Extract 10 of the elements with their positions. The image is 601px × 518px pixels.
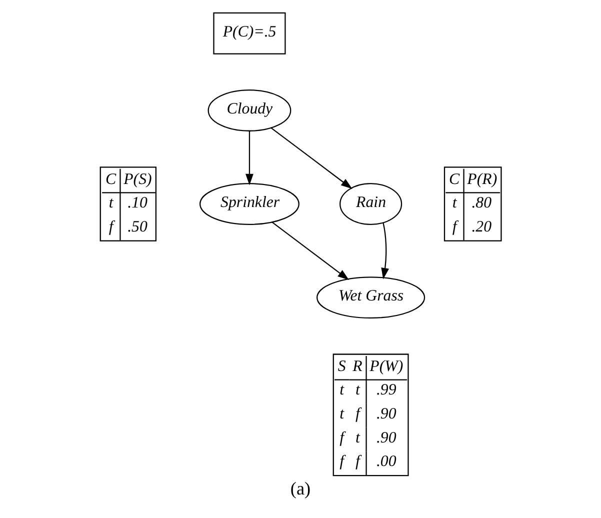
node-ellipse: Sprinkler — [199, 183, 300, 225]
node-ellipse: Cloudy — [208, 89, 292, 132]
arrow — [270, 127, 352, 189]
caption: (a) — [290, 478, 311, 499]
arrow — [381, 222, 389, 280]
arrow — [272, 222, 350, 280]
node-ellipse: Wet Grass — [316, 276, 426, 319]
node-box: P(C)=.5 — [213, 12, 286, 54]
arrow — [246, 130, 254, 186]
node-ellipse: Rain — [340, 183, 402, 225]
